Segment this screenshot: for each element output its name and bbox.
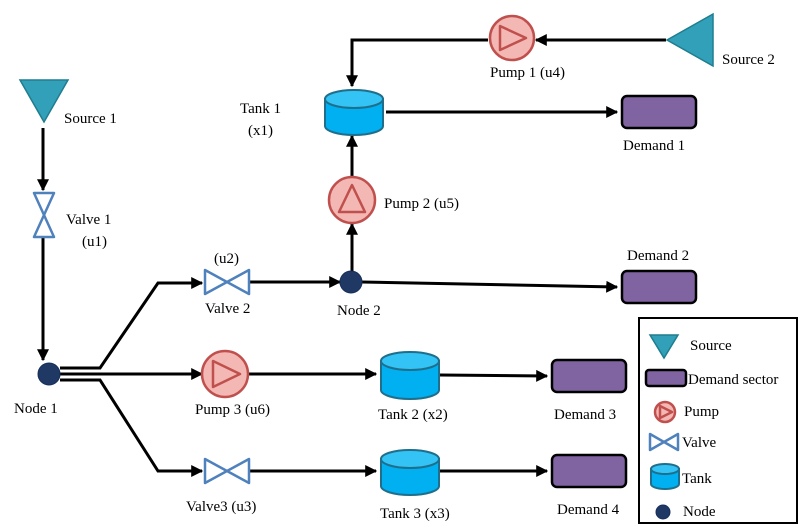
- legend-demand-icon: [644, 368, 688, 388]
- flow-tank2-demand3: [439, 369, 549, 382]
- legend-pump-label: Pump: [684, 404, 719, 420]
- demand2-label: Demand 2: [627, 248, 689, 264]
- legend-tank-icon: [650, 463, 680, 490]
- demand4-box: [550, 453, 628, 489]
- tank2-label: Tank 2 (x2): [378, 407, 448, 423]
- flow-node2-demand2: [361, 280, 619, 293]
- legend-valve-label: Valve: [682, 435, 716, 451]
- pump3-label: Pump 3 (u6): [195, 402, 270, 418]
- legend-tank-label: Tank: [682, 471, 712, 487]
- node1-label: Node 1: [14, 401, 58, 417]
- valve3-label: Valve3 (u3): [186, 499, 256, 515]
- demand4-label: Demand 4: [557, 502, 620, 518]
- flow-node1-valve2: [60, 277, 204, 370]
- tank2-icon: [380, 351, 440, 400]
- pump3-icon: [200, 349, 250, 399]
- node1-icon: [37, 362, 61, 386]
- flow-lines: [37, 34, 666, 477]
- valve3-icon: [203, 457, 251, 485]
- legend-pump-icon: [653, 400, 677, 424]
- node2-label: Node 2: [337, 303, 381, 319]
- flow-pump1-tank1: [346, 38, 488, 88]
- demand1-box: [620, 94, 698, 130]
- valve2-label: Valve 2: [205, 301, 250, 317]
- source1-label: Source 1: [64, 111, 117, 127]
- valve1-control-label: (u1): [82, 234, 107, 250]
- valve2-icon: [203, 268, 251, 296]
- demand2-box: [620, 269, 698, 305]
- legend: Source Demand sector Pump Valve Tank Nod…: [638, 317, 798, 524]
- valve2-control-label: (u2): [214, 251, 239, 267]
- pump2-icon: [327, 175, 377, 225]
- legend-node-icon: [655, 504, 671, 520]
- tank1-icon: [324, 89, 384, 136]
- source2-icon: [665, 12, 714, 68]
- node2-icon: [339, 270, 363, 294]
- valve1-label: Valve 1: [66, 212, 111, 228]
- tank1-label: Tank 1: [240, 101, 281, 117]
- legend-source-icon: [648, 334, 680, 360]
- legend-source-label: Source: [690, 338, 732, 354]
- legend-node-label: Node: [683, 504, 716, 520]
- legend-valve-icon: [648, 432, 680, 452]
- source1-icon: [18, 79, 70, 124]
- pump1-label: Pump 1 (u4): [490, 65, 565, 81]
- demand3-box: [550, 358, 628, 394]
- tank3-label: Tank 3 (x3): [380, 506, 450, 522]
- valve1-icon: [32, 191, 56, 239]
- legend-demand-label: Demand sector: [688, 372, 778, 388]
- flow-node1-valve3: [60, 378, 204, 477]
- pump1-icon: [488, 14, 536, 62]
- tank1-state-label: (x1): [248, 123, 273, 139]
- pump2-label: Pump 2 (u5): [384, 196, 459, 212]
- source2-label: Source 2: [722, 52, 775, 68]
- demand3-label: Demand 3: [554, 407, 616, 423]
- demand1-label: Demand 1: [623, 138, 685, 154]
- tank3-icon: [380, 449, 440, 496]
